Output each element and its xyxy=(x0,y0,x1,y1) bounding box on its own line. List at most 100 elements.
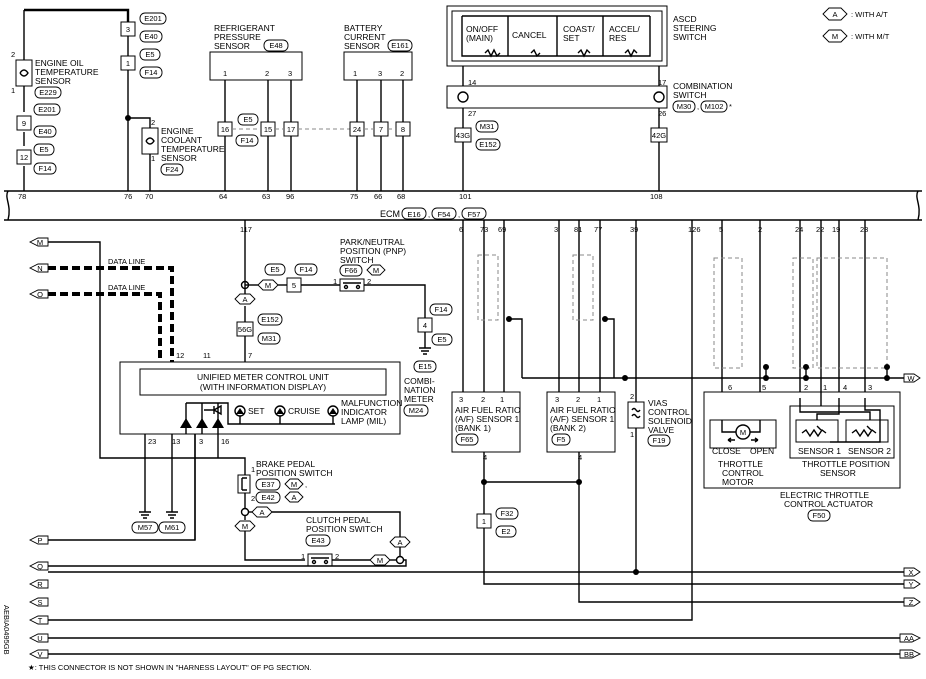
svg-text:RES: RES xyxy=(609,33,627,43)
svg-text:SENSOR: SENSOR xyxy=(344,41,380,51)
af-sensor-bank1: 3 2 1 AIR FUEL RATIO (A/F) SENSOR 1 (BAN… xyxy=(451,391,521,462)
svg-text:SENSOR: SENSOR xyxy=(820,468,856,478)
diagram-code: AEBIA0495GB xyxy=(2,605,11,655)
brake-pedal-switch: 1 2 BRAKE PEDAL POSITION SWITCH E37 M , … xyxy=(237,459,333,504)
svg-text:E161: E161 xyxy=(391,41,409,50)
inline-connector-3: 3 xyxy=(120,21,136,37)
svg-text:2: 2 xyxy=(630,392,634,401)
af-sensor-bank2: 3 2 1 AIR FUEL RATIO (A/F) SENSOR 1 (BAN… xyxy=(546,391,616,462)
svg-text:26: 26 xyxy=(658,109,666,118)
svg-text:1: 1 xyxy=(482,517,486,526)
svg-text:M31: M31 xyxy=(480,122,495,131)
svg-text:M61: M61 xyxy=(165,523,180,532)
svg-text:1: 1 xyxy=(301,552,305,561)
svg-text:Z: Z xyxy=(909,598,914,607)
svg-text:23: 23 xyxy=(148,437,156,446)
svg-text:2: 2 xyxy=(251,494,255,503)
svg-text:: WITH A/T: : WITH A/T xyxy=(851,10,888,19)
svg-text:TEMPERATURE: TEMPERATURE xyxy=(35,67,99,77)
oil-chain-e201: E201 xyxy=(33,103,61,116)
svg-text:,: , xyxy=(305,480,307,489)
svg-text:1: 1 xyxy=(126,59,130,68)
svg-text:A: A xyxy=(397,538,402,547)
svg-text:E5: E5 xyxy=(39,145,48,154)
combination-switch: 14 17 27 26 COMBINATION SWITCH M30 , M10… xyxy=(446,78,732,118)
svg-text:ASCD: ASCD xyxy=(673,14,697,24)
svg-text:3: 3 xyxy=(288,69,292,78)
engine-coolant-temp-sensor: 2 1 ENGINE COOLANT TEMPERATURE SENSOR F2… xyxy=(141,118,225,176)
svg-text:M: M xyxy=(242,522,248,531)
svg-text:F14: F14 xyxy=(241,136,254,145)
svg-text:A: A xyxy=(832,10,837,19)
svg-text:2: 2 xyxy=(576,395,580,404)
inline-f32: 1 F32 E2 xyxy=(476,507,519,538)
svg-text:A: A xyxy=(259,508,264,517)
refrigerant-pressure-sensor: REFRIGERANT PRESSURE SENSOR E48 1 2 3 xyxy=(209,23,303,81)
svg-text:27: 27 xyxy=(468,109,476,118)
svg-text:69: 69 xyxy=(498,225,506,234)
data-line-o xyxy=(48,292,162,362)
svg-text:LAMP (MIL): LAMP (MIL) xyxy=(341,416,386,426)
svg-text:13: 13 xyxy=(172,437,180,446)
svg-text:X: X xyxy=(908,568,913,577)
variant-a-tag: A xyxy=(234,293,256,305)
etc-actuator-label: ELECTRIC THROTTLE CONTROL ACTUATOR F50 xyxy=(780,490,873,522)
svg-text:(A/F) SENSOR 1: (A/F) SENSOR 1 xyxy=(550,414,615,424)
svg-text:ON/OFF: ON/OFF xyxy=(466,24,498,34)
svg-text:3: 3 xyxy=(555,395,559,404)
svg-text:2: 2 xyxy=(151,118,155,127)
svg-text:SWITCH: SWITCH xyxy=(340,255,374,265)
svg-text:56G: 56G xyxy=(238,325,252,334)
svg-text:3: 3 xyxy=(868,383,872,392)
svg-text:CANCEL: CANCEL xyxy=(512,30,547,40)
svg-text:1: 1 xyxy=(500,395,504,404)
svg-text:,: , xyxy=(458,210,460,219)
svg-text:F14: F14 xyxy=(435,305,448,314)
svg-text:VIAS: VIAS xyxy=(648,398,668,408)
svg-text:78: 78 xyxy=(18,192,26,201)
svg-text:5: 5 xyxy=(719,225,723,234)
connector-tag-e5-top: E5 xyxy=(139,48,161,61)
svg-text:(MAIN): (MAIN) xyxy=(466,33,493,43)
svg-text:,: , xyxy=(428,210,430,219)
battery-current-sensor: BATTERY CURRENT SENSOR E161 1 3 2 xyxy=(343,23,413,81)
svg-text:MALFUNCTION: MALFUNCTION xyxy=(341,398,402,408)
svg-text:22: 22 xyxy=(816,225,824,234)
svg-text:1: 1 xyxy=(597,395,601,404)
svg-text:E40: E40 xyxy=(38,127,51,136)
svg-text:3: 3 xyxy=(378,69,382,78)
svg-text:CONTROL ACTUATOR: CONTROL ACTUATOR xyxy=(784,499,873,509)
footnote: ★: THIS CONNECTOR IS NOT SHOWN IN "HARNE… xyxy=(28,663,312,672)
svg-text:S: S xyxy=(37,598,42,607)
svg-text:M: M xyxy=(265,281,271,290)
svg-text:F54: F54 xyxy=(438,210,451,219)
svg-text:16: 16 xyxy=(221,437,229,446)
inline-24-7-8: 24 7 8 xyxy=(349,121,411,137)
svg-text:F14: F14 xyxy=(145,68,158,77)
pnp-switch: PARK/NEUTRAL POSITION (PNP) SWITCH F66 M… xyxy=(333,237,406,292)
svg-text:M102: M102 xyxy=(705,102,724,111)
svg-text:101: 101 xyxy=(459,192,472,201)
svg-text:PARK/NEUTRAL: PARK/NEUTRAL xyxy=(340,237,405,247)
svg-text:M: M xyxy=(740,428,746,437)
legend: A : WITH A/T M : WITH M/T xyxy=(822,7,890,43)
svg-text:75: 75 xyxy=(350,192,358,201)
connector-tag-f14-top: F14 xyxy=(139,66,163,79)
svg-text:PRESSURE: PRESSURE xyxy=(214,32,261,42)
svg-text:66: 66 xyxy=(374,192,382,201)
svg-text:4: 4 xyxy=(843,383,847,392)
svg-text:12: 12 xyxy=(20,153,28,162)
svg-text:W: W xyxy=(907,374,915,383)
svg-text:1: 1 xyxy=(223,69,227,78)
svg-text:4: 4 xyxy=(423,321,427,330)
vias-solenoid-valve: 2 1 VIAS CONTROL SOLENOID VALVE F19 xyxy=(627,392,692,447)
svg-text:117: 117 xyxy=(240,225,252,234)
inline-connector-9: 9 xyxy=(16,115,32,131)
svg-text:17: 17 xyxy=(287,125,295,134)
svg-text:M: M xyxy=(291,480,297,489)
inline-16-15-17: 16 15 17 E5 F14 xyxy=(217,113,351,147)
svg-text:DATA LINE: DATA LINE xyxy=(108,283,145,292)
svg-text:7: 7 xyxy=(248,351,252,360)
svg-text:(BANK 2): (BANK 2) xyxy=(550,423,586,433)
